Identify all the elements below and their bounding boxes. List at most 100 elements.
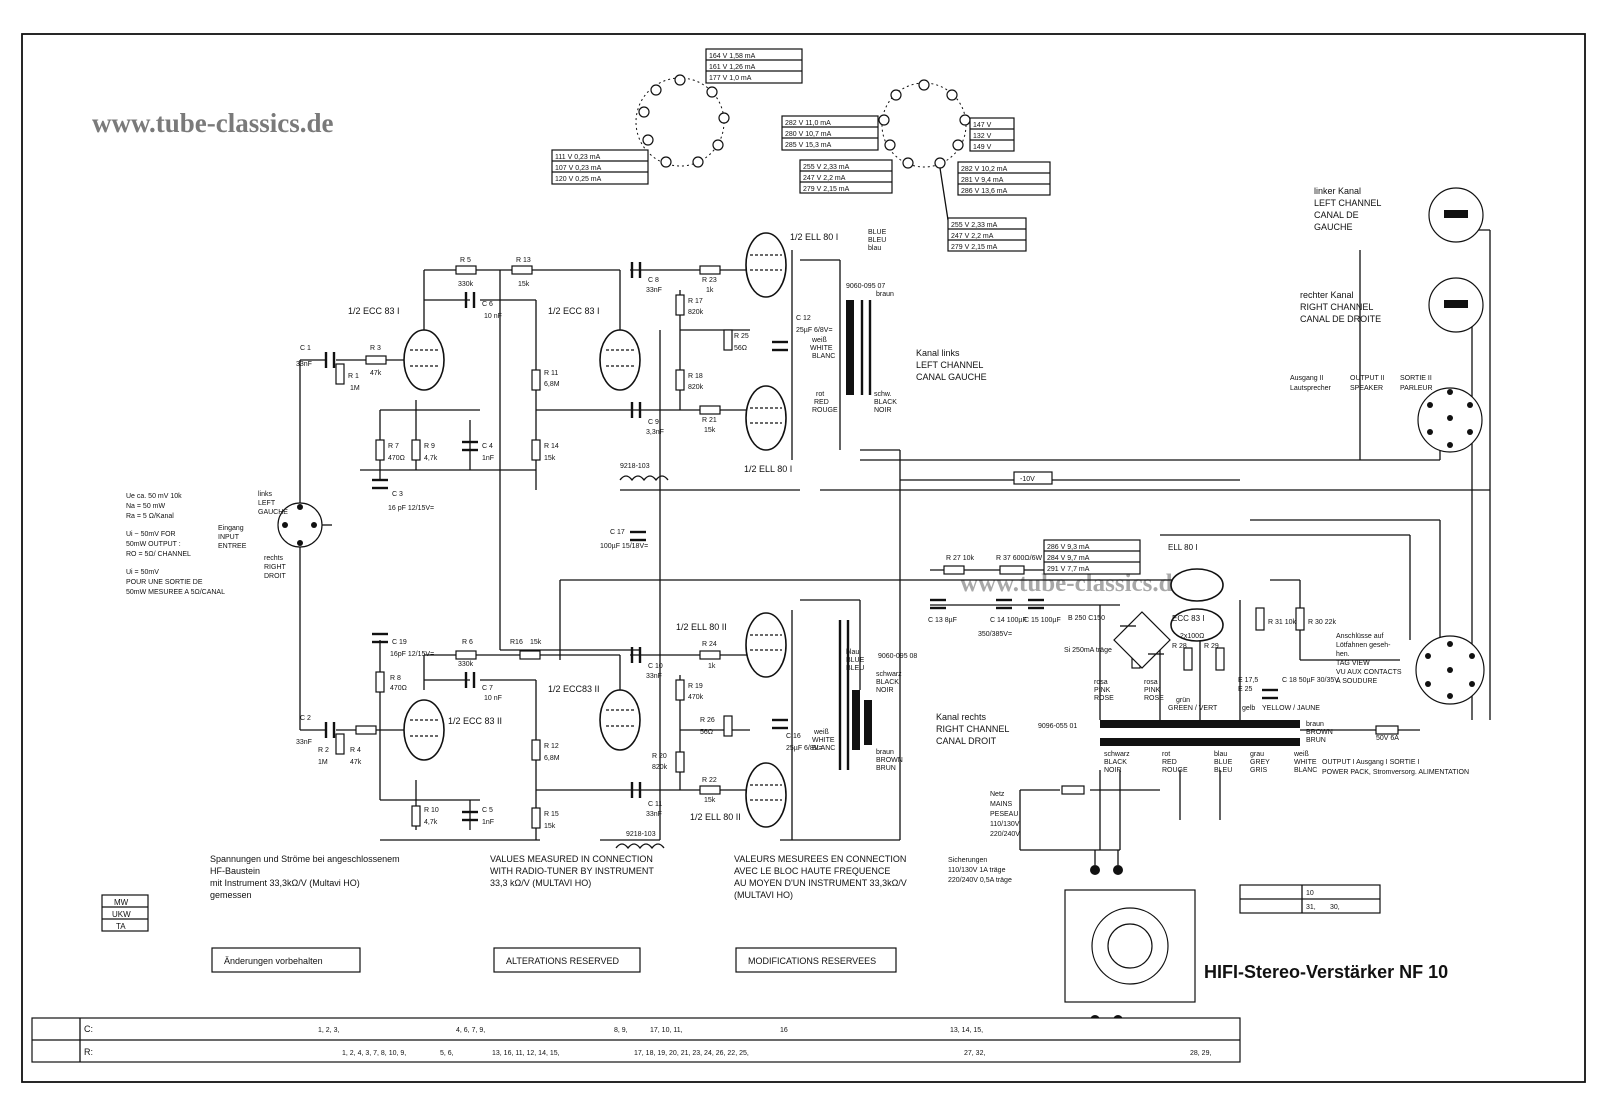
spk-l-2: CANAL DE [1314,210,1359,220]
sock-l-2: GAUCHE [258,509,288,516]
parts-r-4: 27, 32, [964,1050,985,1057]
label-v2b: 1/2 ECC83 II [548,684,600,694]
psu-weiss-1: WHITE [1294,759,1317,766]
pr-lo-0: 255 V 2,33 mA [951,222,998,229]
psu-rosa-0: rosa [1094,679,1108,686]
r9-id: R 9 [424,443,435,450]
r6-v: 330k [458,661,474,668]
psu-gelb-0: gelb [1242,705,1255,712]
note-en-0: VALUES MEASURED IN CONNECTION [490,854,653,864]
psu-rot-1: RED [1162,759,1177,766]
out2-1: Lautsprecher [1290,385,1332,392]
pr-r-0: 282 V 10,2 mA [961,166,1008,173]
note-de-1: HF-Baustein [210,866,260,876]
spec-4: 50mW OUTPUT : [126,541,181,548]
wc-braun: braun [876,291,894,298]
r12-v: 6,8M [544,755,560,762]
r18-id: R 18 [688,373,703,380]
psu-rosa-1: PINK [1094,687,1111,694]
r5-id: R 5 [460,257,471,264]
wc-schwarz-1: BLACK [876,679,899,686]
c17-id: C 17 [610,529,625,536]
r21-id: R 21 [702,417,717,424]
conn-note-3: TAG VIEW [1336,660,1370,667]
spec-6: Ui = 50mV [126,569,159,576]
r20-v: 820k [652,764,668,771]
psu-labels: R 27 10k R 37 600Ω/6W C 13 8µF C 14 100µ… [928,555,1469,884]
r3-v: 47k [370,370,382,377]
r17-id: R 17 [688,298,703,305]
pr-l-2: 285 V 15,3 mA [785,142,832,149]
r19-id: R 19 [688,683,703,690]
r22-id: R 22 [702,777,717,784]
wc-blue-0: BLUE [868,229,887,236]
psu-fuses-2: 220/240V 0,5A träge [948,877,1012,884]
psu-table-2: 291 V 7,7 mA [1047,566,1090,573]
pr-r-2: 286 V 13,6 mA [961,188,1008,195]
r13-v: 15k [518,281,530,288]
psu-table-0: 286 V 9,3 mA [1047,544,1090,551]
psu-r27: R 27 10k [946,555,975,562]
pr-rt-1: 132 V [973,133,992,140]
chokes [615,475,669,850]
c1-v: 33nF [296,361,312,368]
rev-a: 31, [1306,904,1316,911]
wc-braun2-2: BRUN [876,765,896,772]
c7-id: C 7 [482,685,493,692]
note-en-1: WITH RADIO-TUNER BY INSTRUMENT [490,866,654,876]
pr-l-0: 282 V 11,0 mA [785,120,831,127]
ch-right-2: CANAL DROIT [936,736,997,746]
label-p2a: 1/2 ELL 80 II [676,622,727,632]
label-p1a: 1/2 ELL 80 I [790,232,838,242]
out2-0: Ausgang II [1290,375,1324,382]
note-de-0: Spannungen und Ströme bei angeschlossene… [210,854,400,864]
psu-m10v: -10V [1020,476,1035,483]
parts-c-3: 17, 10, 11, [650,1027,683,1034]
psu-rot-0: rot [1162,751,1170,758]
parts-r-label: R: [84,1047,93,1057]
psu-blau-0: blau [1214,751,1227,758]
pl-bot-0: 111 V 0,23 mA [555,154,601,161]
pl-top-1: 161 V 1,26 mA [709,64,756,71]
psu-rect: B 250 C150 [1068,615,1105,622]
psu-rosa-2: ROSE [1094,695,1114,702]
label-p2b: 1/2 ELL 80 II [690,812,741,822]
component-labels-left: C 1 33nF R 3 47k R 1 1M R 5 330k R 13 15… [296,257,833,550]
psu-fuse: Si 250mA träge [1064,647,1112,654]
wc-weiss2-2: BLANC [812,745,835,752]
r23-id: R 23 [702,277,717,284]
c3-v: 16 pF 12/15V= [388,505,434,512]
spec-8: 50mW MESUREE A 5Ω/CANAL [126,589,225,596]
transformer-right-id: 9060-095 08 [878,653,917,660]
r1-id: R 1 [348,373,359,380]
rev-b: 30, [1330,904,1340,911]
r6-id: R 6 [462,639,473,646]
conn-note-4: VU AUX CONTACTS [1336,669,1402,676]
note-fr-1: AVEC LE BLOC HAUTE FREQUENCE [734,866,890,876]
c4-v: 1nF [482,455,494,462]
c6-id: C 6 [482,301,493,308]
label-p1b: 1/2 ELL 80 I [744,464,792,474]
note-de-3: gemessen [210,890,252,900]
psu-r29: R 29 [1204,643,1219,650]
sock-r-2: DROIT [264,573,287,580]
parts-r-5: 28, 29, [1190,1050,1211,1057]
sock-r-1: RIGHT [264,564,287,571]
psu-mains-4: 220/240V [990,831,1020,838]
measurement-notes: Spannungen und Ströme bei angeschlossene… [210,854,907,900]
pr-lo-2: 279 V 2,15 mA [951,244,998,251]
reserved-en: ALTERATIONS RESERVED [506,956,620,966]
r17-v: 820k [688,309,704,316]
r16-id: R16 [510,639,523,646]
r15-v: 15k [544,823,556,830]
label-psu-ecc: ECC 83 I [1172,614,1204,623]
r23-v: 1k [706,287,714,294]
pr-l2-1: 247 V 2,2 mA [803,175,846,182]
wc-schwarz-2: NOIR [876,687,894,694]
c8-id: C 8 [648,277,659,284]
rectifier-bridge [1113,611,1171,669]
parts-c-5: 13, 14, 15, [950,1027,983,1034]
c10-v: 33nF [646,673,662,680]
ch-left-2: CANAL GAUCHE [916,372,987,382]
